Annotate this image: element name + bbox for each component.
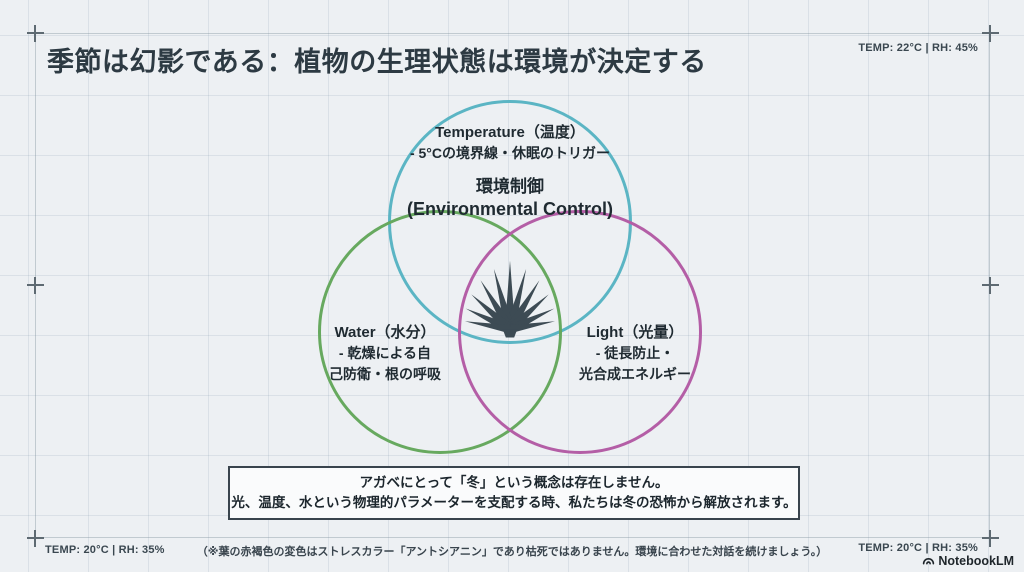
temperature-desc: - 5°Cの境界線・休眠のトリガー — [409, 145, 611, 161]
light-label: Light（光量） — [586, 324, 684, 341]
conclusion-line1: アガベにとって「冬」という概念は存在しません。 — [359, 475, 669, 490]
water-desc-line2: 己防衛・根の呼吸 — [329, 366, 441, 382]
registration-mark-icon — [981, 529, 999, 547]
registration-mark-icon — [26, 24, 44, 42]
water-label-block: Water（水分） - 乾燥による自 己防衛・根の呼吸 — [285, 322, 485, 385]
water-label: Water（水分） — [334, 324, 436, 341]
center-title-en: (Environmental Control) — [407, 199, 613, 219]
temp-humidity-readout-bottom-right: TEMP: 20°C | RH: 35% — [858, 542, 978, 554]
temp-humidity-readout-top-right: TEMP: 22°C | RH: 45% — [858, 42, 978, 54]
temp-humidity-readout-bottom-left: TEMP: 20°C | RH: 35% — [45, 544, 165, 556]
registration-mark-icon — [981, 276, 999, 294]
registration-mark-icon — [26, 276, 44, 294]
temperature-label: Temperature（温度） — [435, 124, 585, 141]
conclusion-line2: 光、温度、水という物理的パラメーターを支配する時、私たちは冬の恐怖から解放されま… — [231, 495, 797, 510]
water-desc-line1: - 乾燥による自 — [338, 345, 432, 361]
page-title: 季節は幻影である：植物の生理状態は環境が決定する — [47, 47, 707, 77]
conclusion-box: アガベにとって「冬」という概念は存在しません。 光、温度、水という物理的パラメー… — [228, 466, 800, 520]
notebooklm-icon — [923, 557, 935, 564]
light-desc-line2: 光合成エネルギー — [579, 366, 691, 382]
registration-mark-icon — [981, 24, 999, 42]
branding: NotebookLM — [922, 554, 1014, 568]
registration-mark-icon — [26, 529, 44, 547]
footnote: （※葉の赤褐色の変色はストレスカラー「アントシアニン」であり枯死ではありません。… — [196, 546, 828, 558]
temperature-label-block: Temperature（温度） - 5°Cの境界線・休眠のトリガー — [360, 122, 660, 164]
venn-center-title: 環境制御 (Environmental Control) — [335, 176, 685, 221]
branding-name: NotebookLM — [938, 554, 1014, 568]
center-title-jp: 環境制御 — [476, 177, 544, 196]
agave-plant-icon — [464, 260, 556, 338]
light-desc-line1: - 徒長防止・ — [595, 345, 675, 361]
venn-circle-light — [458, 210, 702, 454]
light-label-block: Light（光量） - 徒長防止・ 光合成エネルギー — [535, 322, 735, 385]
